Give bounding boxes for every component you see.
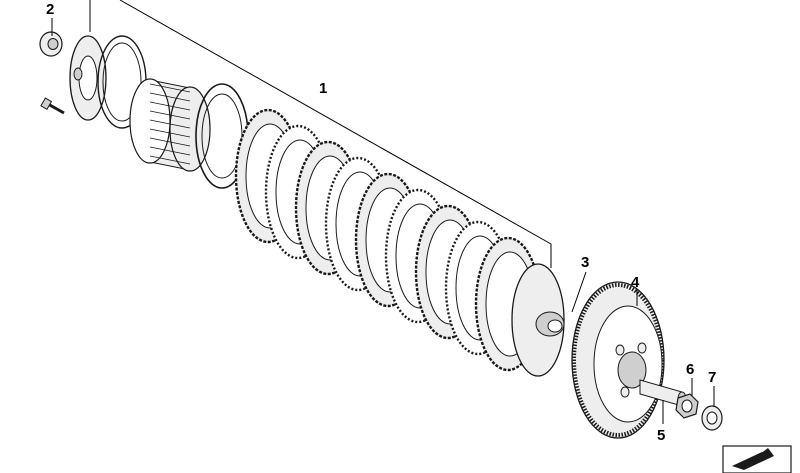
- clutch-plate-stack: [234, 108, 542, 372]
- pressure-plate-part: [69, 35, 107, 121]
- callout-3: 3: [581, 254, 589, 271]
- callout-5: 5: [657, 427, 665, 444]
- leader-lines: [51, 0, 715, 424]
- callout-4: 4: [631, 274, 640, 291]
- primary-gear-part: [571, 281, 665, 439]
- callout-6: 6: [686, 361, 694, 378]
- callout-1: 1: [319, 80, 327, 97]
- direction-arrow-icon: [722, 445, 792, 473]
- clutch-basket-part: [129, 78, 211, 172]
- bearing-part: [39, 31, 63, 57]
- washer-part: [701, 405, 723, 431]
- bolt-part: [40, 97, 65, 115]
- spring-disc-part: [511, 263, 565, 377]
- nut-part: [675, 393, 699, 419]
- callout-2: 2: [46, 1, 54, 18]
- callout-7: 7: [708, 369, 716, 386]
